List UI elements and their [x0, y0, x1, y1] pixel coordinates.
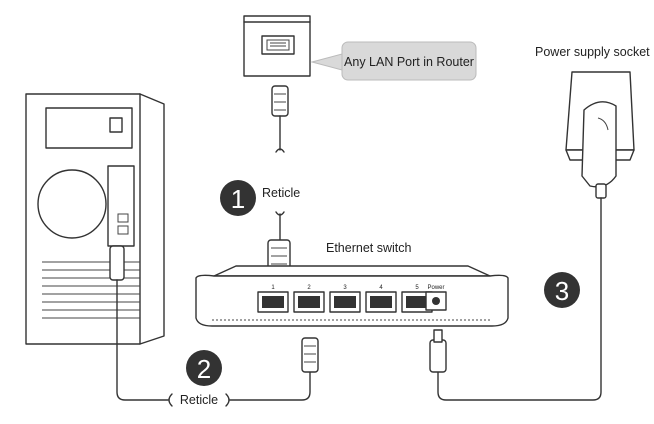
switch-power-port: Power — [425, 285, 447, 311]
switch-label: Ethernet switch — [326, 241, 412, 255]
top-cable-plug — [271, 85, 289, 241]
svg-text:5: 5 — [415, 285, 419, 291]
switch-ports: 1 2 3 4 5 — [257, 285, 433, 313]
computer-tower — [25, 93, 165, 345]
power-adapter — [429, 101, 617, 401]
cable-label-bottom: Reticle — [180, 393, 218, 407]
step-2-badge: 2 — [186, 350, 222, 386]
svg-text:4: 4 — [379, 285, 383, 291]
pc-cable — [109, 245, 319, 407]
router-callout: Any LAN Port in Router — [310, 41, 477, 81]
tower-vents — [42, 261, 140, 319]
ethernet-switch: 1 2 3 4 5 Power — [195, 265, 509, 327]
svg-text:Power: Power — [427, 285, 444, 291]
svg-text:2: 2 — [197, 354, 211, 384]
cable-label-top: Reticle — [262, 186, 300, 200]
svg-text:1: 1 — [271, 285, 275, 291]
step-3-badge: 3 — [544, 272, 580, 308]
power-socket-label: Power supply socket — [535, 45, 650, 59]
callout-text: Any LAN Port in Router — [344, 55, 474, 69]
svg-text:1: 1 — [231, 184, 245, 214]
svg-text:3: 3 — [555, 276, 569, 306]
router-lan-port — [243, 15, 311, 77]
svg-text:3: 3 — [343, 285, 347, 291]
svg-text:2: 2 — [307, 285, 311, 291]
step-1-badge: 1 — [220, 180, 256, 216]
